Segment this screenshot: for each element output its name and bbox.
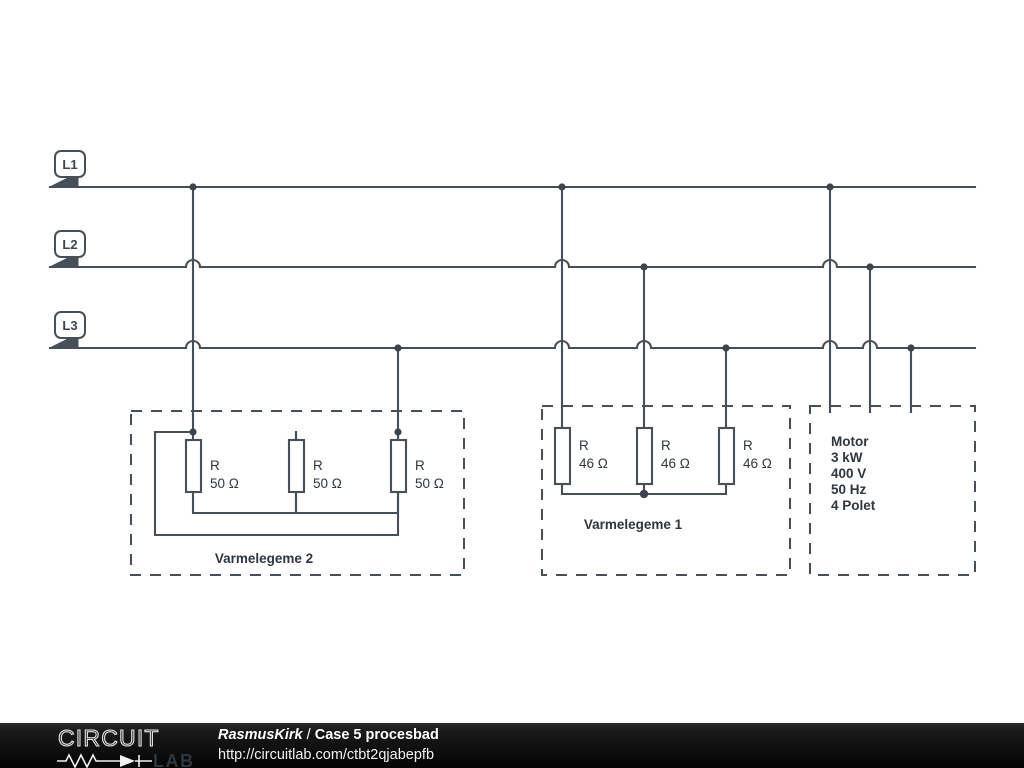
terminal-tag-l2[interactable]: L2 — [49, 230, 86, 268]
motor-spec-line-2: 3 kW — [831, 450, 863, 465]
resistor-vl2-3-value: 50 Ω — [415, 476, 444, 491]
junction-dot-l1-motor — [826, 183, 834, 191]
group-label-varmelegeme1: Varmelegeme 1 — [584, 517, 683, 532]
vl2-wire-r2-to-r3 — [294, 430, 400, 515]
junction-dot-l3-motor — [907, 344, 915, 352]
circuitlab-logo[interactable]: CIRCUIT LAB — [57, 724, 197, 768]
footer-bar: CIRCUIT LAB RasmusKirk / Case 5 procesba… — [0, 723, 1024, 768]
motor-spec-line-4: 50 Hz — [831, 482, 867, 497]
vl2-wire-r1-to-r2 — [191, 430, 298, 515]
junction-dot-l1-vl2 — [189, 183, 197, 191]
terminal-label-l3: L3 — [62, 318, 77, 333]
group-label-varmelegeme2: Varmelegeme 2 — [215, 551, 313, 566]
resistor-vl1-3-ref: R — [743, 438, 753, 453]
motor-spec-line-1: Motor — [831, 434, 869, 449]
footer-url-link[interactable]: http://circuitlab.com/ctbt2qjabepfb — [218, 747, 435, 763]
terminal-label-l2: L2 — [62, 237, 77, 252]
junction-dot-l2-motor — [866, 263, 874, 271]
resistor-vl1-1-value: 46 Ω — [579, 456, 608, 471]
resistor-vl1-1-ref: R — [579, 438, 589, 453]
resistor-vl1-3-value: 46 Ω — [743, 456, 772, 471]
resistor-vl2-1-value: 50 Ω — [210, 476, 239, 491]
footer-circuit-title: Case 5 procesbad — [314, 727, 439, 743]
terminal-tag-l1[interactable]: L1 — [49, 150, 86, 188]
terminal-label-l1: L1 — [62, 157, 77, 172]
resistor-vl2-1[interactable]: R 50 Ω — [184, 438, 239, 494]
resistor-vl2-1-ref: R — [210, 458, 220, 473]
resistor-vl1-2-ref: R — [661, 438, 671, 453]
resistor-vl2-3[interactable]: R 50 Ω — [389, 438, 444, 494]
motor-spec-line-3: 400 V — [831, 466, 866, 481]
logo-word-circuit: CIRCUIT — [58, 725, 160, 751]
junction-dot-l1-vl1 — [558, 183, 566, 191]
resistor-vl1-3[interactable]: R 46 Ω — [717, 426, 772, 486]
group-box-varmelegeme1 — [541, 405, 791, 576]
junction-dot-vl1-star-point — [639, 489, 649, 499]
footer-credit-line: RasmusKirk / Case 5 procesbad — [218, 725, 439, 745]
footer-separator: / — [302, 727, 315, 743]
junction-dot-vl2-r1-top — [189, 428, 197, 436]
junction-dot-l3-vl1 — [722, 344, 730, 352]
terminal-tag-l3[interactable]: L3 — [49, 311, 86, 349]
junction-dot-l3-vl2 — [394, 344, 402, 352]
logo-resistor-diode-icon — [57, 753, 152, 768]
resistor-vl2-2-ref: R — [313, 458, 323, 473]
resistor-vl1-1[interactable]: R 46 Ω — [553, 426, 608, 486]
junction-dot-vl2-r3-top — [394, 428, 402, 436]
group-box-varmelegeme2 — [130, 410, 465, 576]
resistor-vl2-2[interactable]: R 50 Ω — [287, 438, 342, 494]
resistor-vl1-2-value: 46 Ω — [661, 456, 690, 471]
logo-word-lab: LAB — [153, 751, 195, 768]
junction-dot-l2-vl1 — [640, 263, 648, 271]
vl2-wire-r1-left — [153, 430, 195, 537]
resistor-vl2-3-ref: R — [415, 458, 425, 473]
resistor-vl1-2[interactable]: R 46 Ω — [635, 426, 690, 486]
footer-author: RasmusKirk — [218, 727, 303, 743]
logo-diode-triangle-icon — [120, 755, 135, 767]
group-box-motor — [809, 405, 976, 576]
resistor-vl2-2-value: 50 Ω — [313, 476, 342, 491]
footer-text-block: RasmusKirk / Case 5 procesbad http://cir… — [218, 725, 439, 765]
motor-spec-line-5: 4 Polet — [831, 498, 876, 513]
